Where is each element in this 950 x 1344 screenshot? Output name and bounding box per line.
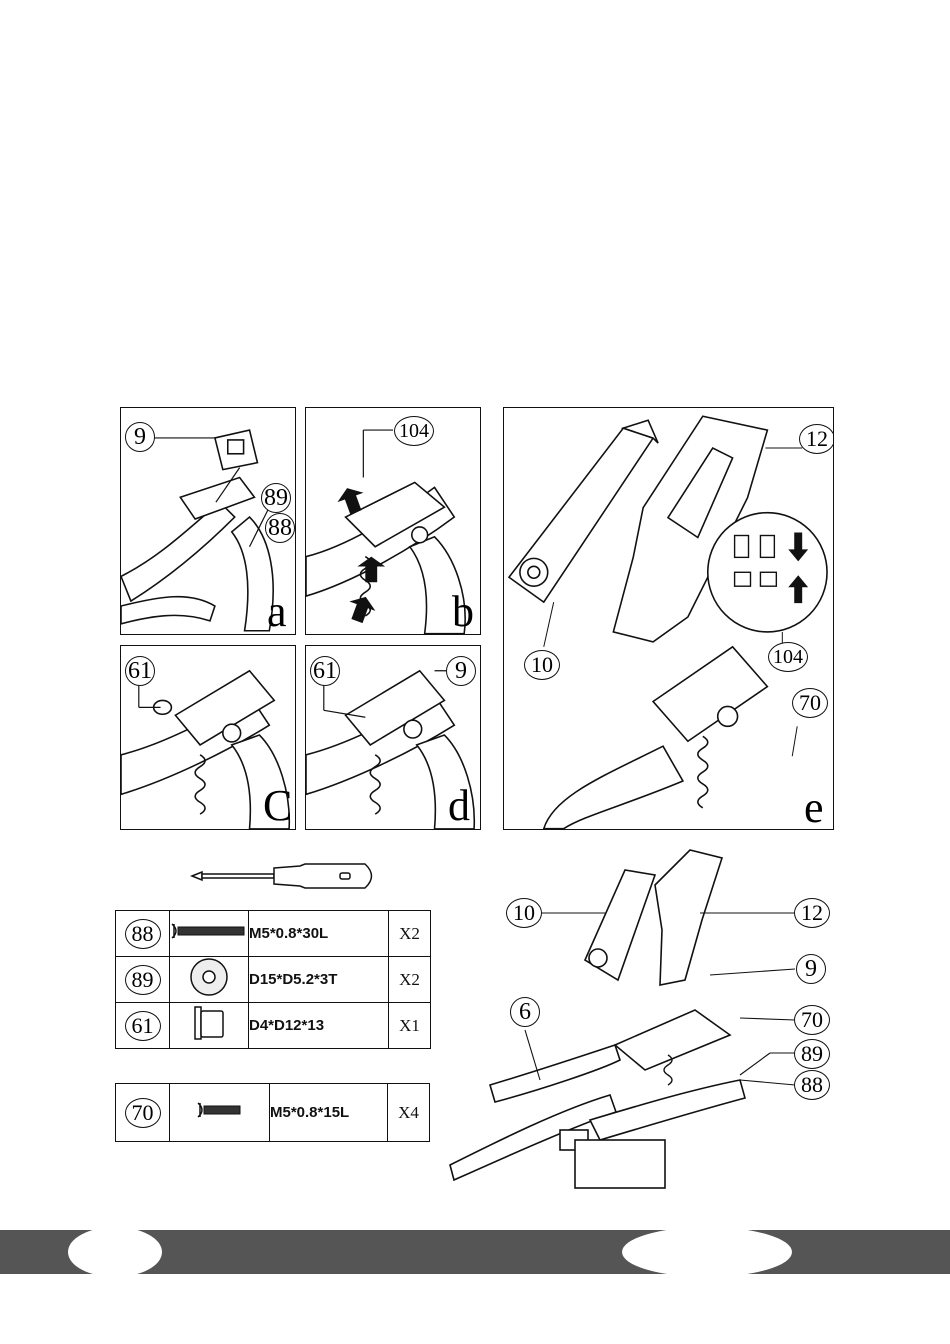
long-bolt-icon	[170, 920, 248, 942]
step-letter: a	[267, 590, 287, 634]
label-part-12: 12	[794, 898, 830, 928]
label-part-9: 9	[796, 954, 826, 984]
part-spec: M5*0.8*15L	[270, 1084, 388, 1142]
page-number-oval-left	[68, 1227, 162, 1277]
overview-illustration	[440, 840, 840, 1190]
label-part-70: 70	[794, 1005, 830, 1035]
label-part-61: 61	[310, 656, 340, 686]
step-b-panel: 104 b	[305, 407, 481, 635]
step-d-panel: 61 9 d	[305, 645, 481, 830]
label-part-88: 88	[794, 1070, 830, 1100]
step-letter: C	[263, 784, 292, 828]
part-id-badge: 70	[125, 1098, 161, 1128]
label-part-10: 10	[524, 650, 560, 680]
table-row: 88 M5*0.8*30L X2	[116, 911, 431, 957]
label-part-88: 88	[265, 513, 295, 543]
step-letter: b	[452, 590, 474, 634]
label-part-89: 89	[794, 1039, 830, 1069]
label-part-104: 104	[394, 416, 434, 446]
label-part-89: 89	[261, 483, 291, 513]
label-part-10: 10	[506, 898, 542, 928]
label-part-9: 9	[125, 422, 155, 452]
label-part-70: 70	[792, 688, 828, 718]
part-qty: X4	[388, 1084, 430, 1142]
part-qty: X2	[389, 911, 431, 957]
step-letter: e	[804, 786, 824, 830]
label-part-104: 104	[768, 642, 808, 672]
step-letter: d	[448, 784, 470, 828]
table-row: 89 D15*D5.2*3T X2	[116, 957, 431, 1003]
hardware-parts-table: 88 M5*0.8*30L X2 89 D15*D5.2*3T X2 61 D4…	[115, 910, 431, 1049]
part-spec: D15*D5.2*3T	[249, 957, 389, 1003]
label-part-6: 6	[510, 997, 540, 1027]
step-e-panel: 12 10 104 70 e	[503, 407, 834, 830]
sleeve-icon	[189, 1003, 229, 1043]
overview-diagram: 10 12 9 70 6 89 88	[440, 840, 840, 1190]
phillips-screwdriver-icon	[190, 858, 380, 894]
step-e-illustration	[504, 408, 833, 829]
part-id-badge: 61	[125, 1011, 161, 1041]
label-part-9: 9	[446, 656, 476, 686]
table-row: 61 D4*D12*13 X1	[116, 1003, 431, 1049]
label-part-61: 61	[125, 656, 155, 686]
page-number-oval-right	[622, 1227, 792, 1277]
part-id-badge: 88	[125, 919, 161, 949]
washer-icon	[189, 957, 229, 997]
label-part-12: 12	[799, 424, 834, 454]
part-id-badge: 89	[125, 965, 161, 995]
hardware-parts-table-2: 70 M5*0.8*15L X4	[115, 1083, 430, 1142]
part-spec: D4*D12*13	[249, 1003, 389, 1049]
step-c-panel: 61 C	[120, 645, 296, 830]
part-qty: X1	[389, 1003, 431, 1049]
part-spec: M5*0.8*30L	[249, 911, 389, 957]
step-a-panel: 9 89 88 a	[120, 407, 296, 635]
short-bolt-icon	[196, 1099, 244, 1121]
table-row: 70 M5*0.8*15L X4	[116, 1084, 430, 1142]
part-qty: X2	[389, 957, 431, 1003]
